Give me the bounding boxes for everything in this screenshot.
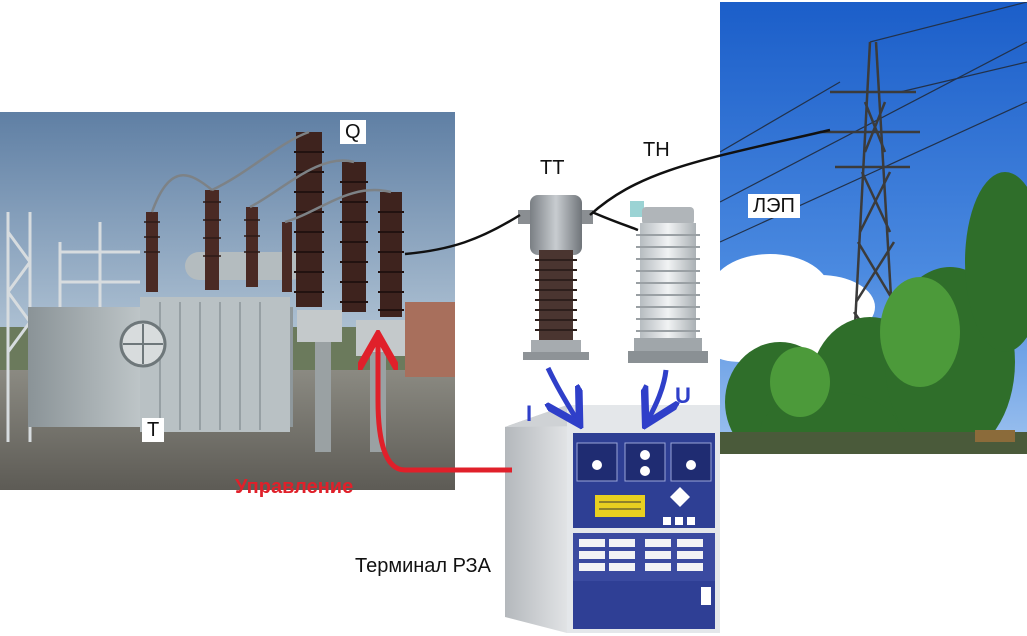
- breaker-label: Q: [340, 120, 366, 144]
- wire-breaker-to-ct: [404, 213, 521, 256]
- voltage-signal-arrow: [648, 369, 666, 420]
- current-signal-label: I: [526, 401, 533, 426]
- relay-terminal: [505, 405, 720, 633]
- current-signal-arrow: [548, 366, 577, 420]
- current-transformer-label: ТТ: [540, 157, 565, 179]
- control-label: Управление: [235, 476, 354, 498]
- wire-ct-to-vt: [591, 210, 639, 232]
- voltage-transformer-label: ТН: [643, 139, 670, 161]
- current-transformer: [513, 190, 598, 365]
- power-line-tower: [720, 2, 1027, 454]
- transformer-label: Т: [142, 418, 165, 442]
- relay-terminal-label: Терминал РЗА: [355, 555, 491, 577]
- voltage-transformer: [620, 193, 710, 368]
- control-arrow: [378, 340, 512, 473]
- power-line-label: ЛЭП: [748, 194, 800, 218]
- wire-ct-to-line: [589, 128, 831, 216]
- voltage-signal-label: U: [675, 383, 691, 408]
